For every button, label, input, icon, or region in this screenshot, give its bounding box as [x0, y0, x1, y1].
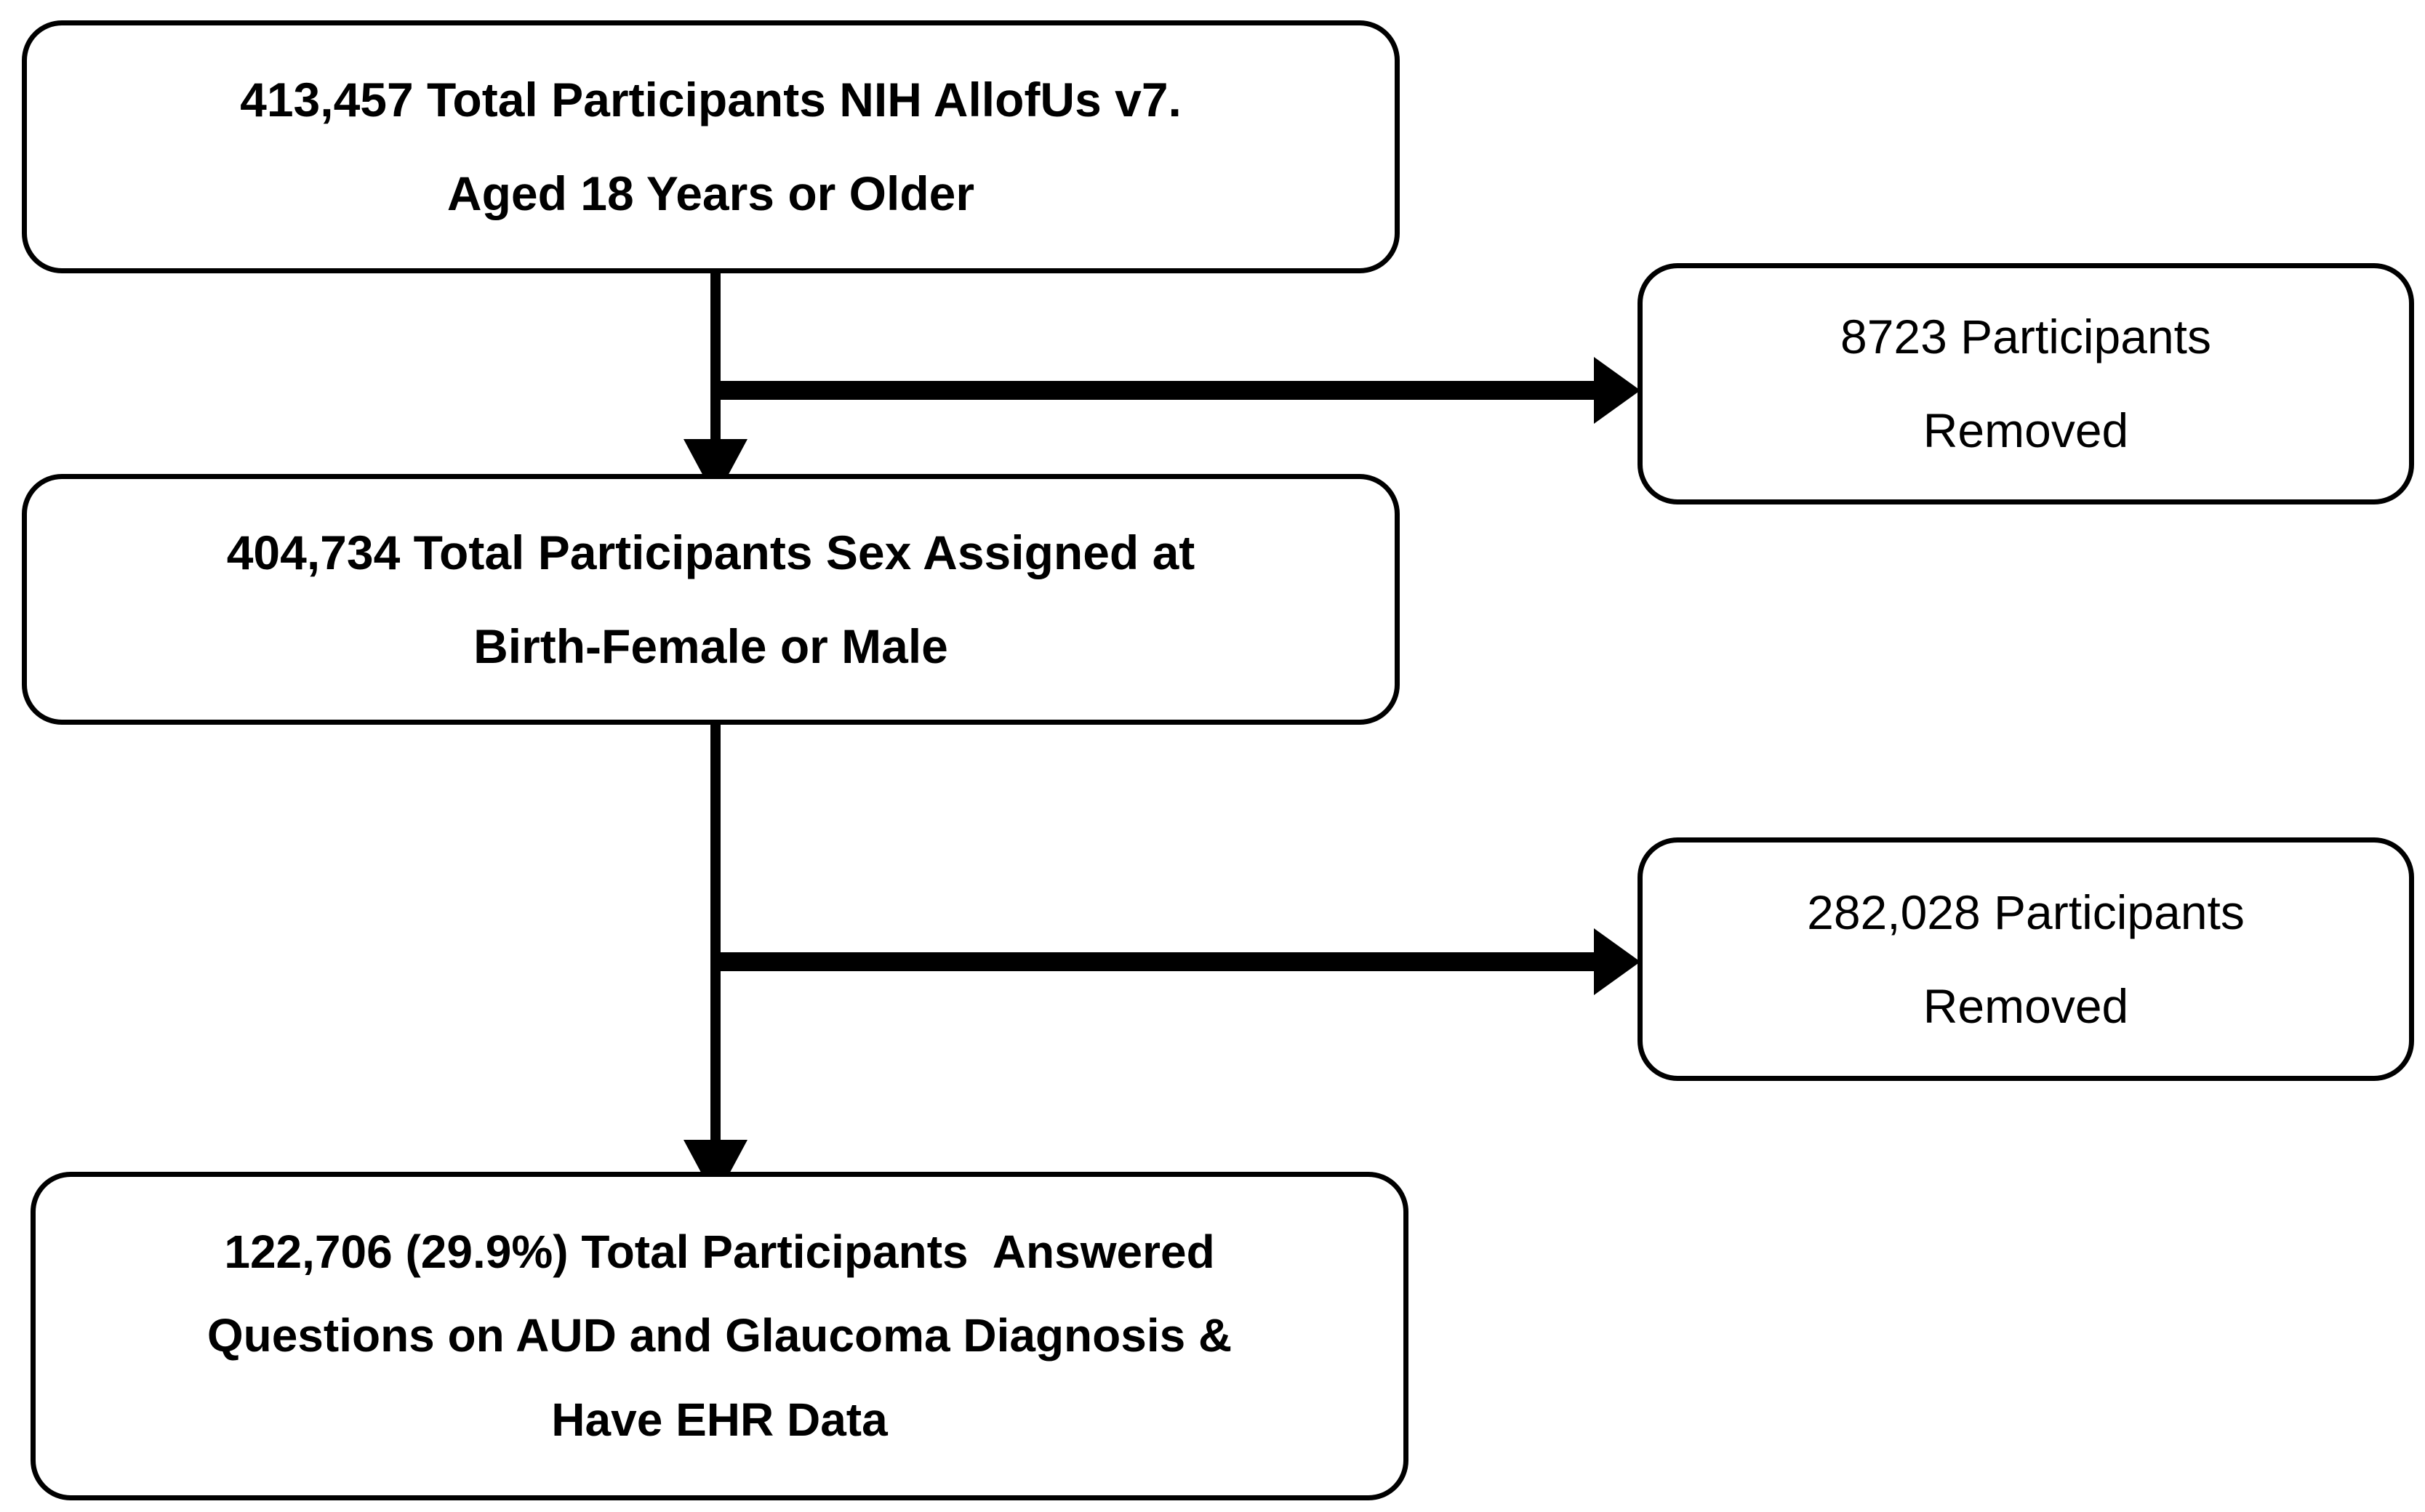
box-removed-8723: 8723 Participants Removed	[1638, 263, 2414, 504]
box-final-line-3: Have EHR Data	[551, 1393, 888, 1446]
box-removed-282028: 282,028 Participants Removed	[1638, 837, 2414, 1081]
box-sex-line-2: Birth-Female or Male	[473, 619, 948, 673]
connector-vertical-1	[710, 272, 721, 441]
box-total-participants: 413,457 Total Participants NIH AllofUs v…	[22, 20, 1400, 273]
box-removed-282028-line-2: Removed	[1923, 978, 2129, 1033]
arrow-right-icon	[1594, 928, 1640, 995]
box-sex-line-1: 404,734 Total Participants Sex Assigned …	[226, 525, 1195, 579]
box-removed-8723-line-1: 8723 Participants	[1840, 310, 2211, 364]
box-removed-8723-line-2: Removed	[1923, 403, 2129, 457]
arrow-right-icon	[1594, 357, 1640, 424]
box-total-line-2: Aged 18 Years or Older	[446, 166, 975, 220]
box-sex-assigned-at-birth: 404,734 Total Participants Sex Assigned …	[22, 474, 1400, 725]
connector-horizontal-1	[716, 381, 1594, 400]
connector-vertical-2	[710, 723, 721, 1141]
box-final-line-2: Questions on AUD and Glaucoma Diagnosis …	[207, 1309, 1232, 1362]
box-total-line-1: 413,457 Total Participants NIH AllofUs v…	[240, 73, 1182, 127]
box-removed-282028-line-1: 282,028 Participants	[1807, 885, 2245, 939]
box-final-line-1: 122,706 (29.9%) Total Participants Answe…	[224, 1226, 1215, 1279]
connector-horizontal-2	[716, 952, 1594, 971]
box-answered-questions-ehr: 122,706 (29.9%) Total Participants Answe…	[31, 1172, 1408, 1500]
